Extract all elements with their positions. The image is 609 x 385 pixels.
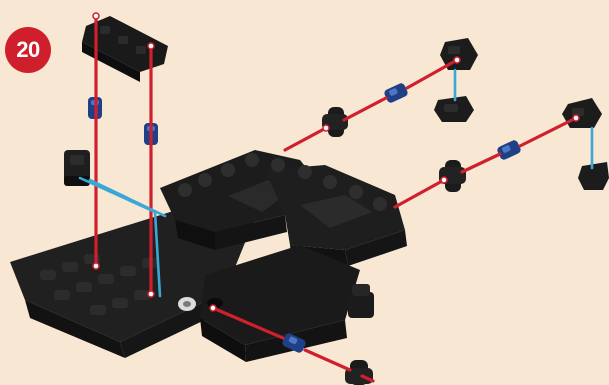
washer: [178, 297, 196, 311]
blue-pegs-left: [88, 97, 158, 145]
step-number-badge: 20: [5, 27, 51, 73]
blue-peg: [383, 82, 409, 104]
axle-cap: [439, 160, 466, 192]
bushing-bottom: [578, 162, 609, 190]
blue-peg: [496, 139, 522, 161]
axle-cap: [322, 107, 348, 137]
axle-cap: [345, 360, 373, 385]
